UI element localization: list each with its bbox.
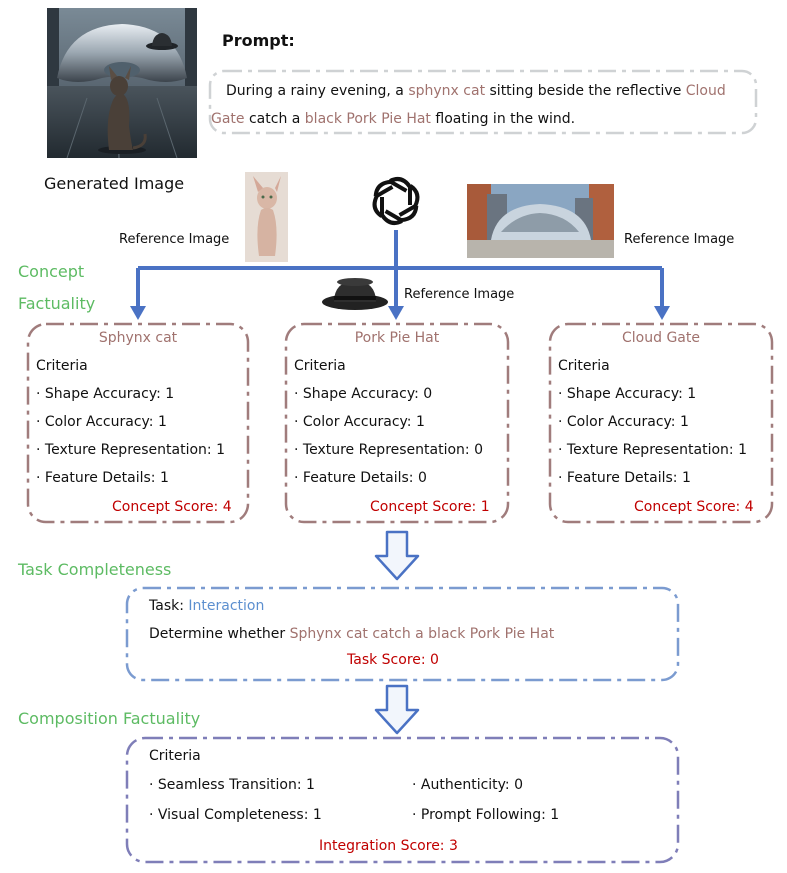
section-title-concept: Concept [18,262,85,281]
concept-box-sphynx: Sphynx cat Criteria · Shape Accuracy: 1 … [26,322,250,524]
prompt-highlight-cloud: Cloud [685,83,726,99]
concept-score: Concept Score: 4 [112,499,232,515]
criteria-item: · Seamless Transition: 1 [149,777,315,793]
criteria-item: · Shape Accuracy: 1 [558,386,697,402]
criteria-item: · Texture Representation: 1 [36,442,225,458]
criteria-item: · Authenticity: 0 [412,777,523,793]
prompt-text: sitting beside the reflective [485,83,686,99]
composition-box: Criteria · Seamless Transition: 1 · Visu… [125,736,680,864]
reference-image-hat [320,272,390,312]
generated-image [47,8,197,158]
criteria-item: · Feature Details: 1 [36,470,169,486]
concept-score: Concept Score: 1 [370,499,490,515]
criteria-item: · Shape Accuracy: 1 [36,386,175,402]
criteria-item: · Texture Representation: 0 [294,442,483,458]
reference-image-cat [245,172,288,262]
criteria-label: Criteria [36,358,88,374]
reference-label-cat: Reference Image [119,232,230,247]
determine-highlight: Sphynx cat catch a black Pork Pie Hat [289,626,555,642]
criteria-item: · Visual Completeness: 1 [149,807,322,823]
section-title-composition: Composition Factuality [18,709,201,728]
determine-line: Determine whether Sphynx cat catch a bla… [149,625,554,643]
prompt-box-border [208,69,758,135]
concept-box-hat: Pork Pie Hat Criteria · Shape Accuracy: … [284,322,510,524]
criteria-item: · Prompt Following: 1 [412,807,560,823]
criteria-item: · Color Accuracy: 1 [558,414,689,430]
prompt-text: floating in the wind. [430,111,576,127]
criteria-item: · Texture Representation: 1 [558,442,747,458]
prompt-text: catch a [244,111,305,127]
openai-logo-icon [367,172,425,230]
criteria-item: · Feature Details: 1 [558,470,691,486]
task-value: Interaction [188,598,265,614]
criteria-item: · Shape Accuracy: 0 [294,386,433,402]
down-arrow-icon [372,684,422,736]
criteria-label: Criteria [294,358,346,374]
section-title-factuality: Factuality [18,294,96,313]
concept-score: Concept Score: 4 [634,499,754,515]
prompt-line-2: Gate catch a black Pork Pie Hat floating… [211,110,575,128]
criteria-item: · Feature Details: 0 [294,470,427,486]
prompt-text: During a rainy evening, a [226,83,409,99]
prompt-highlight-hat: black Pork Pie Hat [304,111,431,127]
prompt-highlight-sphynx: sphynx cat [408,83,486,99]
criteria-label: Criteria [558,358,610,374]
task-box: Task: Interaction Determine whether Sphy… [125,586,680,682]
prompt-highlight-gate: Gate [211,111,245,127]
task-label: Task: [149,598,189,614]
concept-box-title: Cloud Gate [622,330,700,346]
determine-text: Determine whether [149,626,290,642]
concept-box-gate: Cloud Gate Criteria · Shape Accuracy: 1 … [548,322,774,524]
criteria-item: · Color Accuracy: 1 [36,414,167,430]
criteria-item: · Color Accuracy: 1 [294,414,425,430]
concept-box-title: Sphynx cat [98,330,178,346]
section-title-task: Task Completeness [18,560,172,579]
down-arrow-icon [372,530,422,582]
concept-box-title: Pork Pie Hat [354,330,440,346]
reference-label-hat: Reference Image [404,287,515,302]
prompt-label: Prompt: [222,31,295,50]
integration-score: Integration Score: 3 [319,838,458,854]
prompt-line-1: During a rainy evening, a sphynx cat sit… [226,82,726,100]
task-line: Task: Interaction [149,597,264,615]
reference-image-gate [467,184,614,258]
criteria-label: Criteria [149,748,201,764]
reference-label-gate: Reference Image [624,232,735,247]
connection-arrows [0,228,787,324]
task-score: Task Score: 0 [347,652,439,668]
generated-image-label: Generated Image [44,174,185,193]
